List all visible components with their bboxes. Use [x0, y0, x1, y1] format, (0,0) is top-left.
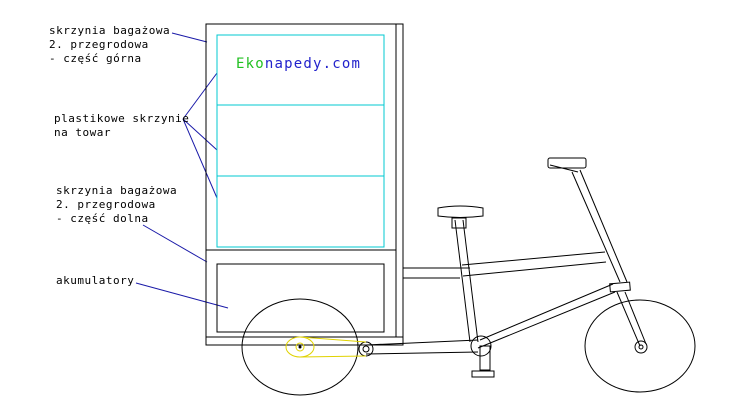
down-tube — [479, 283, 614, 341]
label-plastic-line1: plastikowe skrzynie — [54, 112, 190, 125]
label-batteries: akumulatory — [56, 274, 134, 288]
label-upper-box-line3: - część górna — [49, 52, 142, 65]
brand-part2: napedy.com — [264, 56, 362, 72]
box-base — [205, 336, 404, 346]
front-hub — [634, 340, 648, 354]
label-plastic-line2: na towar — [54, 126, 111, 139]
drive-train — [285, 336, 367, 358]
plastic-box-bottom — [216, 175, 385, 248]
label-lower-box-line3: - część dolna — [56, 212, 149, 225]
fork — [616, 291, 641, 347]
drive-chain-top — [299, 336, 367, 343]
leader-plastic-2 — [182, 118, 218, 151]
leader-batteries — [135, 282, 229, 309]
seat-tube — [454, 219, 471, 343]
label-lower-box: skrzynia bagażowa 2. przegrodowa - część… — [56, 184, 177, 226]
label-batteries-line1: akumulatory — [56, 274, 135, 287]
cargo-box — [205, 23, 404, 346]
leader-lower-box — [142, 224, 208, 263]
leader-lines — [135, 32, 229, 309]
crank-arm — [479, 345, 491, 371]
battery-compartment — [216, 263, 385, 333]
bottom-bracket — [470, 335, 492, 357]
seat-post — [451, 217, 467, 229]
rear-wheel — [241, 298, 359, 396]
chainstay — [365, 339, 479, 346]
plastic-box-middle — [216, 104, 385, 177]
leader-upper-box — [171, 32, 208, 43]
top-tube — [461, 251, 606, 266]
brand-part1: Eko — [236, 56, 265, 72]
saddle — [437, 205, 484, 218]
handlebar-grip — [547, 157, 587, 169]
leader-plastic-3 — [182, 118, 218, 199]
lower-box-outline — [205, 249, 397, 338]
front-wheel — [584, 299, 696, 393]
plastic-boxes — [216, 34, 385, 248]
label-upper-box-line1: skrzynia bagażowa — [49, 24, 171, 37]
pedal — [471, 370, 495, 378]
wheels — [241, 298, 696, 396]
head-collar — [609, 281, 631, 293]
label-upper-box-line2: 2. przegrodowa — [49, 38, 149, 51]
label-plastic-boxes: plastikowe skrzynie na towar — [54, 112, 189, 140]
brand-logo-text: Ekonapedy.com — [236, 56, 361, 72]
leader-plastic-1 — [182, 72, 218, 120]
drive-chain-bottom — [299, 355, 367, 358]
bike-frame — [358, 157, 647, 378]
label-lower-box-line2: 2. przegrodowa — [56, 198, 156, 211]
label-lower-box-line1: skrzynia bagażowa — [56, 184, 178, 197]
steerer — [571, 171, 621, 283]
box-rear-post — [395, 23, 404, 338]
label-upper-box: skrzynia bagażowa 2. przegrodowa - część… — [49, 24, 170, 66]
